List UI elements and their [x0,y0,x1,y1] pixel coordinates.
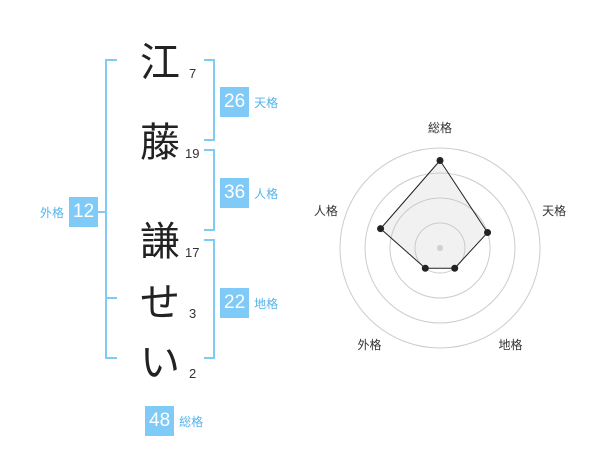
radar-axis-label-1: 天格 [542,203,566,218]
name-char-2: 藤 [140,120,180,166]
radar-point-4 [377,225,385,233]
tenkaku-label: 天格 [254,95,279,110]
radar-axis-label-3: 外格 [357,337,381,352]
chikaku-badge: 22 地格 [220,288,278,318]
stroke-count-4: 3 [189,306,197,321]
stroke-count-2: 19 [185,146,200,161]
radar-axis-label-2: 地格 [499,337,523,352]
gaikaku-label: 外格 [40,205,65,220]
radar-ring-3 [364,172,516,324]
radar-point-3 [421,264,429,272]
name-char-5: い [140,340,180,386]
radar-ring-4 [339,147,541,349]
stroke-count-1: 7 [189,66,197,81]
name-char-1: 江 [140,40,180,86]
tenkaku-value: 26 [220,87,250,117]
soukaku-badge: 48 総格 [145,406,203,436]
radar-point-1 [484,229,492,237]
jinkaku-label: 人格 [254,186,279,201]
gaikaku-value: 12 [69,197,99,227]
radar-area [379,159,489,269]
tenkaku-badge: 26 天格 [220,87,278,117]
chikaku-label: 地格 [254,296,279,311]
radar-point-0 [436,157,444,164]
soukaku-label: 総格 [179,414,204,429]
gaikaku-badge: 外格 12 [40,197,99,227]
radar-ring-1 [414,222,466,274]
radar-axis-label-0: 総格 [428,120,452,135]
jinkaku-badge: 36 人格 [220,178,278,208]
name-char-4: せ [140,280,180,326]
stroke-count-3: 17 [185,245,200,260]
radar-point-2 [451,264,459,272]
jinkaku-value: 36 [220,178,250,208]
radar-center-dot [437,245,443,251]
stroke-count-5: 2 [189,366,197,381]
chikaku-value: 22 [220,288,250,318]
soukaku-value: 48 [145,406,175,436]
radar-axis-label-4: 人格 [314,203,338,218]
radar-points [377,157,492,272]
radar-rings [339,147,541,349]
radar-ring-2 [389,197,491,299]
name-char-3: 謙 [140,219,180,265]
